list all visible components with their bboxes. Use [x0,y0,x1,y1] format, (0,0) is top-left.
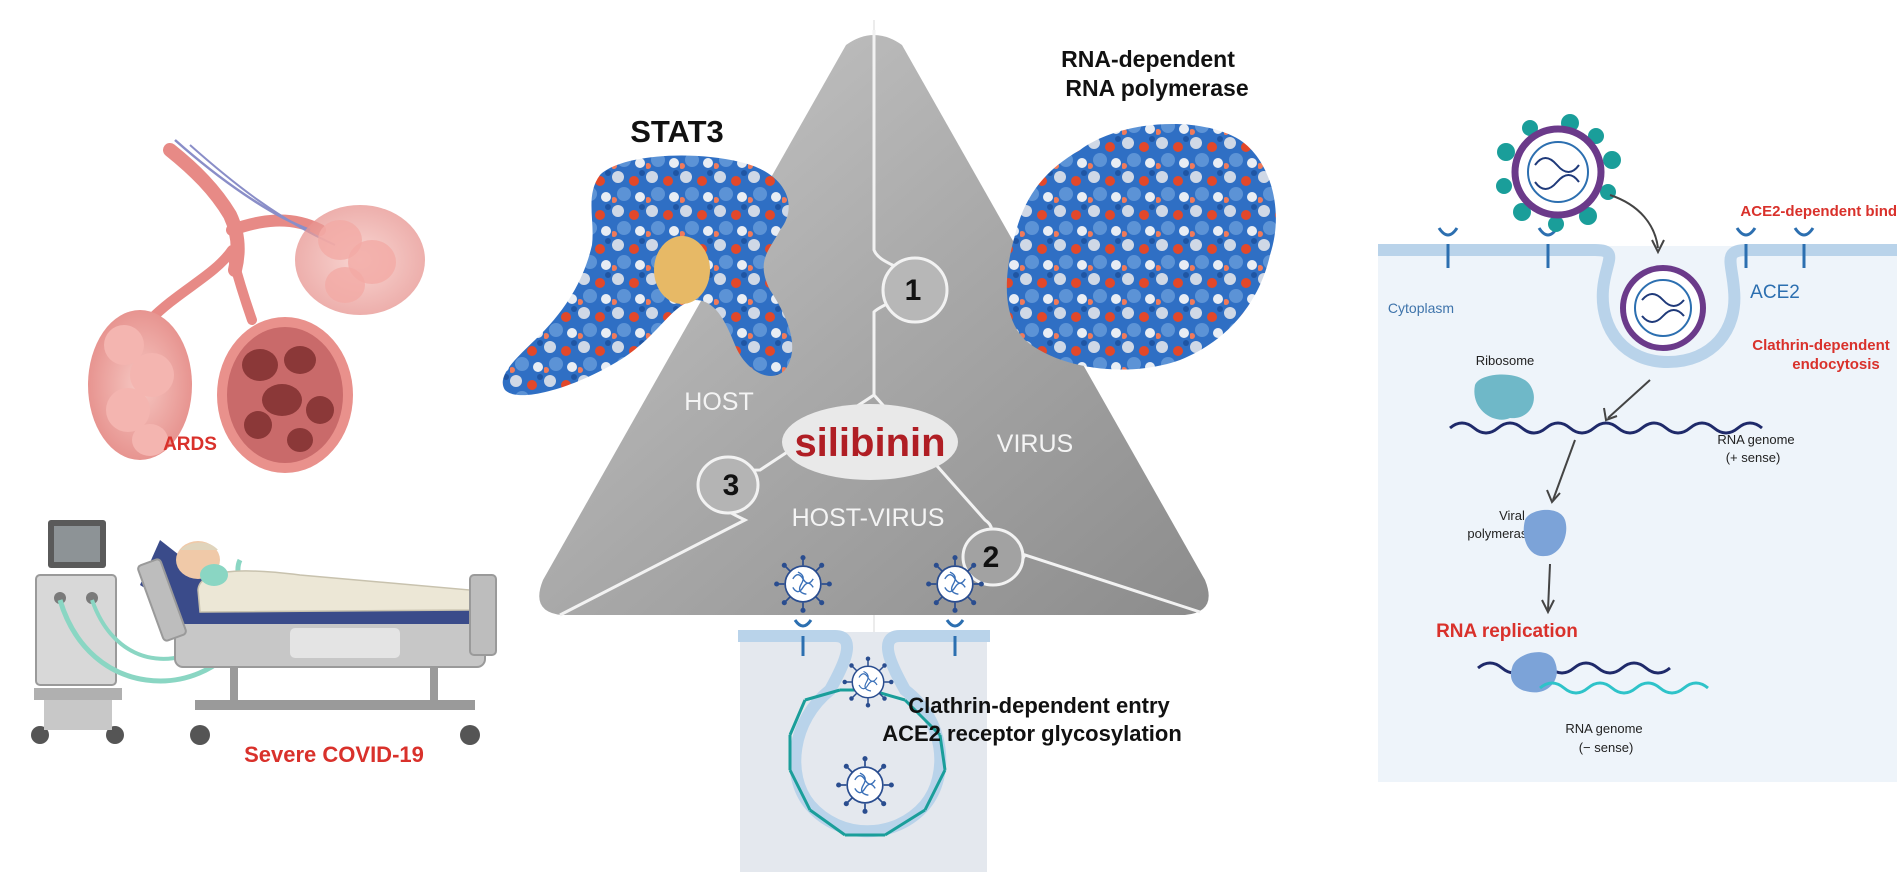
genome-plus-label-line1: RNA genome [1717,432,1794,447]
endocytosis-label-line2: endocytosis [1792,356,1880,373]
polymerase-on-template [1510,652,1557,693]
ribosome-shape [1474,374,1534,420]
ace2-receptor-entry-left [793,619,813,656]
cytoplasm-label: Cytoplasm [1388,300,1454,316]
virion-entry-right [925,554,985,614]
viral-polymerase-label-line1: Viral [1499,508,1525,523]
stat3-ligand [654,236,710,304]
ace2-binding-label: ACE2-dependent binding [1740,203,1897,220]
host-label: HOST [684,388,753,416]
lung-illustration [88,139,425,473]
rna-replication-template [1477,661,1671,675]
virion-entry-neck [841,655,895,709]
genome-plus-label-line2: (+ sense) [1726,450,1781,465]
rna-replication-label: RNA replication [1436,621,1578,642]
viral-polymerase-shape [1523,509,1567,557]
virion-entry-vesicle [835,755,895,815]
hospital-bed-illustration [137,540,497,745]
genome-minus-label-line1: RNA genome [1565,721,1642,736]
rdrp-label-line1: RNA-dependent [1061,46,1235,72]
entry-label-line1: Clathrin-dependent entry [908,693,1170,718]
genome-minus-label-line2: (− sense) [1579,740,1634,755]
arrowhead-2 [1603,407,1618,422]
arrowhead-3 [1546,489,1561,504]
ards-label: ARDS [163,434,217,455]
cell-membrane [1378,244,1897,369]
stat3-label: STAT3 [630,114,724,149]
entry-membrane [738,630,990,838]
spiked-virion-binding [1496,114,1621,232]
rdrp-protein [1006,123,1276,370]
severe-covid-label: Severe COVID-19 [244,742,424,767]
ace2-label: ACE2 [1750,282,1800,303]
puzzle-knob-2 [961,527,1025,587]
endocytosed-virion [1620,265,1706,351]
silibinin-label: silibinin [794,421,945,465]
arrowhead-4 [1541,599,1555,615]
number-3: 3 [723,469,740,502]
rdrp-label-line2: RNA polymerase [1065,75,1248,101]
endocytosis-label-line1: Clathrin-dependent [1752,337,1890,354]
puzzle-knob-3 [696,455,760,515]
silibinin-badge [782,404,958,480]
arrow-to-replication [1547,563,1551,611]
arrow-to-genome [1607,379,1651,419]
arrowhead-1 [1651,239,1665,255]
number-1: 1 [905,274,922,307]
arrow-to-polymerase [1552,439,1576,501]
virus-label: VIRUS [997,430,1073,458]
puzzle-knob-1 [881,256,949,324]
number-2: 2 [983,541,1000,574]
host-virus-label: HOST-VIRUS [792,504,945,532]
entry-label-line2: ACE2 receptor glycosylation [882,721,1182,746]
virion-entry-left [773,554,833,614]
rna-genome-plus [1449,421,1763,435]
ace2-receptor-entry-right [945,619,965,656]
arrow-binding-to-endocytosis [1609,194,1659,249]
viral-polymerase-label-line2: polymerase [1467,526,1534,541]
stat3-protein [502,155,793,396]
ribosome-label: Ribosome [1476,353,1535,368]
rna-genome-minus [1539,681,1709,695]
